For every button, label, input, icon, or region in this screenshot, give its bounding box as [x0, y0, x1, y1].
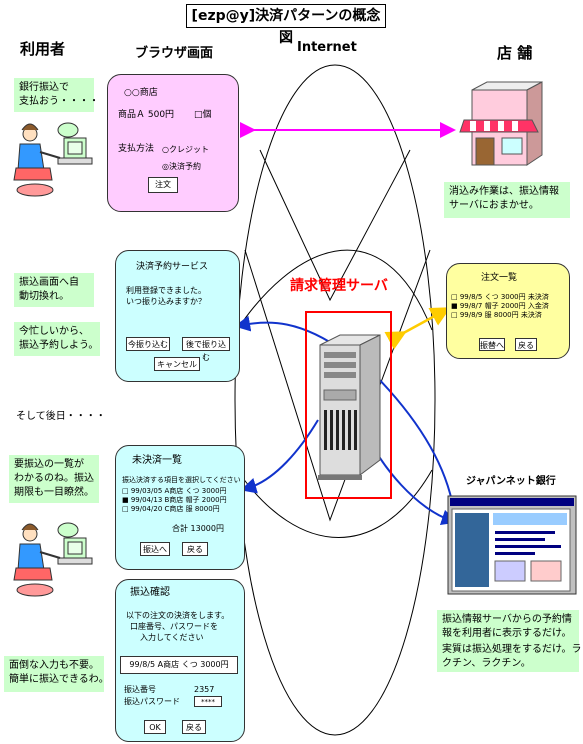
transfer-password-field[interactable]: **** [194, 696, 222, 707]
confirm-back-button[interactable]: 戻る [182, 720, 206, 734]
shop-note: 消込み作業は、振込情報サーバにおまかせ。 [444, 182, 570, 218]
user-note-3: 今忙しいから、振込予約しよう。 [14, 322, 100, 356]
order-screen: ○○商店 商品Ａ 500円 □個 支払方法 ○クレジット ◎決済予約 注文 [107, 74, 239, 212]
reserve-cancel-button[interactable]: キャンセル [154, 357, 200, 371]
bank-note: 振込情報サーバからの予約情報を利用者に表示するだけ。 実質は振込処理をするだけ。… [437, 610, 582, 672]
later-text: そして後日・・・・ [16, 411, 106, 422]
confirm-title: 振込確認 [130, 587, 170, 598]
order-button[interactable]: 注文 [148, 177, 178, 193]
reserve-title: 決済予約サービス [136, 262, 209, 272]
unpaid-back-button[interactable]: 戻る [182, 542, 208, 556]
ellipse-line-4 [259, 149, 411, 302]
diagram-title: [ezp@y]決済パターンの概念図 [186, 4, 386, 46]
order-list-screen: 注文一覧 □ 99/8/5 くつ 3000円 未決済 ■ 99/8/7 帽子 2… [446, 263, 570, 359]
header-user: 利用者 [20, 40, 66, 58]
server-box [305, 311, 392, 499]
order-reserve-radio[interactable]: ◎決済予約 [162, 162, 201, 171]
user-note-1: 銀行振込で支払おう・・・・ [14, 78, 99, 112]
billing-server-label: 請求管理サーバ [290, 278, 388, 294]
go-transfer-button[interactable]: 振込へ [140, 542, 170, 556]
user-at-computer-image-1 [13, 122, 93, 197]
user-note-4: 要振込の一覧がわかるのね。振込期限も一目瞭然。 [9, 455, 99, 503]
internet-ellipse [234, 64, 436, 736]
orange-arrow [384, 307, 451, 350]
confirm-ok-button[interactable]: OK [144, 720, 166, 734]
header-internet: Internet [297, 40, 357, 55]
unpaid-title: 未決済一覧 [132, 455, 182, 466]
blue-arrow-unpaid [240, 419, 319, 494]
confirm-order-field: 99/8/5 A商店 くつ 3000円 [120, 656, 238, 674]
confirm-line1: 以下の注文の決済をします。 [126, 611, 230, 620]
transfer-number-value[interactable]: 2357 [194, 685, 215, 694]
header-browser: ブラウザ画面 [135, 46, 214, 61]
order-item: 商品Ａ 500円 [118, 110, 175, 120]
pay-now-button[interactable]: 今振り込む [126, 337, 170, 351]
reserve-screen: 決済予約サービス 利用登録できました。 いつ振り込みますか？ 今振り込む 後で振… [115, 250, 240, 382]
order-list-row[interactable]: ■ 99/8/7 帽子 2000円 入金済 [451, 302, 549, 310]
unpaid-row[interactable]: □ 99/04/20 C商店 服 8000円 [122, 505, 220, 513]
reserve-line1: 利用登録できました。 [126, 286, 206, 295]
order-shop-name: ○○商店 [124, 88, 158, 98]
user-note-5: 面倒な入力も不要。簡単に振込できるわ。 [4, 656, 109, 692]
confirm-line2: 口座番号、パスワードを [130, 622, 218, 631]
unpaid-list-screen: 未決済一覧 振込決済する項目を選択してください □ 99/03/05 A商店 く… [115, 445, 245, 570]
unpaid-instruction: 振込決済する項目を選択してください [122, 476, 241, 484]
ellipse-line-1 [236, 249, 433, 331]
order-qty[interactable]: □個 [194, 110, 212, 120]
unpaid-row[interactable]: □ 99/03/05 A商店 くつ 3000円 [122, 487, 227, 495]
unpaid-row[interactable]: ■ 99/04/13 B商店 帽子 2000円 [122, 496, 227, 504]
bank-label: ジャパンネット銀行 [466, 476, 556, 487]
pay-later-button[interactable]: 後で振り込む [182, 337, 230, 362]
user-at-computer-image-2 [13, 522, 93, 597]
order-list-row[interactable]: □ 99/8/5 くつ 3000円 未決済 [451, 293, 549, 301]
order-list-title: 注文一覧 [481, 273, 518, 283]
shop-building-icon [459, 81, 543, 166]
order-list-row[interactable]: □ 99/8/9 服 8000円 未決済 [451, 311, 542, 319]
server-icon [318, 334, 381, 480]
user-note-2: 振込画面へ自動切換れ。 [14, 273, 94, 307]
confirm-screen: 振込確認 以下の注文の決済をします。 口座番号、パスワードを 入力してください … [115, 579, 245, 742]
ellipse-line-3 [236, 469, 433, 538]
order-pay-label: 支払方法 [118, 144, 155, 154]
header-shop: 店 舗 [497, 44, 533, 62]
transfer-password-label: 振込パスワード [124, 697, 180, 706]
transfer-number-label: 振込番号 [124, 685, 156, 694]
reserve-line2: いつ振り込みますか？ [126, 297, 206, 306]
bank-website-screenshot [447, 495, 577, 595]
order-list-transfer-button[interactable]: 振替へ [479, 338, 505, 351]
order-credit-radio[interactable]: ○クレジット [162, 145, 209, 154]
confirm-line3: 入力してください [140, 633, 204, 642]
order-list-back-button[interactable]: 戻る [515, 338, 537, 351]
unpaid-total: 合計 13000円 [172, 524, 224, 533]
